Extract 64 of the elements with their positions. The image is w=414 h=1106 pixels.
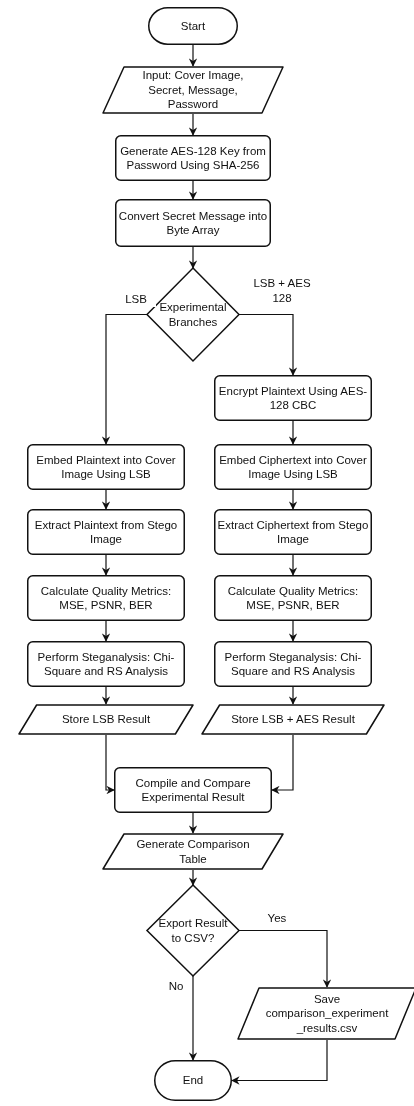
- process-box: [27, 575, 185, 621]
- arrow: [188, 113, 198, 136]
- node-text: Experimental Branches: [158, 300, 228, 329]
- process-box: [214, 444, 372, 490]
- node-text: Export Result to CSV?: [157, 916, 229, 945]
- arrow: [231, 1039, 328, 1085]
- node-text: Embed Ciphertext into Cover Image Using LSB: [218, 452, 368, 482]
- process-box: [214, 509, 372, 555]
- node-text: Perform Steganalysis: Chi-Square and RS Analysis: [36, 649, 176, 679]
- input-output-parallelogram: [18, 704, 194, 735]
- node-text: Calculate Quality Metrics: MSE, PSNR, BER: [226, 583, 360, 613]
- arrow: [188, 246, 198, 269]
- decision-diamond: [147, 885, 239, 976]
- input-output-parallelogram: [201, 704, 385, 735]
- arrow: [188, 180, 198, 200]
- arrow: [288, 686, 298, 705]
- arrow: [288, 420, 298, 445]
- input-output-parallelogram: [237, 987, 414, 1040]
- process-box: [27, 509, 185, 555]
- arrow: [188, 869, 198, 886]
- arrow: [188, 975, 198, 1061]
- node-text: Compile and Compare Experimental Result: [134, 775, 252, 805]
- arrow: [188, 44, 198, 67]
- arrow: [101, 554, 111, 576]
- arrow: [101, 489, 111, 510]
- node-text: End: [182, 1073, 204, 1088]
- node-text: Extract Plaintext from Stego Image: [33, 517, 179, 547]
- node-text: Input: Cover Image, Secret, Message, Password: [141, 68, 245, 112]
- arrow: [188, 812, 198, 834]
- node-text: Perform Steganalysis: Chi-Square and RS Analysis: [223, 649, 363, 679]
- process-box: [214, 575, 372, 621]
- terminal-shape: [154, 1060, 232, 1101]
- arrow: [101, 620, 111, 642]
- arrow: [288, 554, 298, 576]
- process-box: [214, 641, 372, 687]
- node-text: Generate Comparison Table: [135, 837, 251, 866]
- node-text: Embed Plaintext into Cover Image Using LSB: [35, 452, 177, 482]
- node-text: Start: [180, 18, 206, 34]
- node-text: Save comparison_experiment _results.csv: [264, 991, 390, 1036]
- decision-diamond: [147, 268, 239, 361]
- node-text: Calculate Quality Metrics: MSE, PSNR, BER: [39, 583, 173, 613]
- process-box: [114, 767, 272, 813]
- node-text: Extract Ciphertext from Stego Image: [217, 517, 369, 547]
- input-output-parallelogram: [102, 833, 284, 870]
- terminal-shape: [148, 7, 238, 45]
- arrow: [238, 929, 332, 988]
- arrow: [288, 489, 298, 510]
- node-text: Store LSB + AES Result: [231, 712, 355, 727]
- process-box: [115, 135, 271, 181]
- node-text: Store LSB Result: [61, 712, 151, 727]
- arrow: [101, 313, 148, 445]
- arrow: [271, 734, 294, 795]
- process-box: [27, 641, 185, 687]
- node-text: Convert Secret Message into Byte Array: [118, 208, 268, 238]
- node-text: Generate AES-128 Key from Password Using SHA-256: [119, 143, 267, 173]
- arrow: [238, 313, 298, 376]
- arrow: [105, 734, 115, 795]
- arrow: [288, 620, 298, 642]
- process-box: [214, 375, 372, 421]
- node-text: Encrypt Plaintext Using AES-128 CBC: [217, 383, 369, 413]
- input-output-parallelogram: [102, 66, 284, 114]
- process-box: [115, 199, 271, 247]
- arrow: [101, 686, 111, 705]
- process-box: [27, 444, 185, 490]
